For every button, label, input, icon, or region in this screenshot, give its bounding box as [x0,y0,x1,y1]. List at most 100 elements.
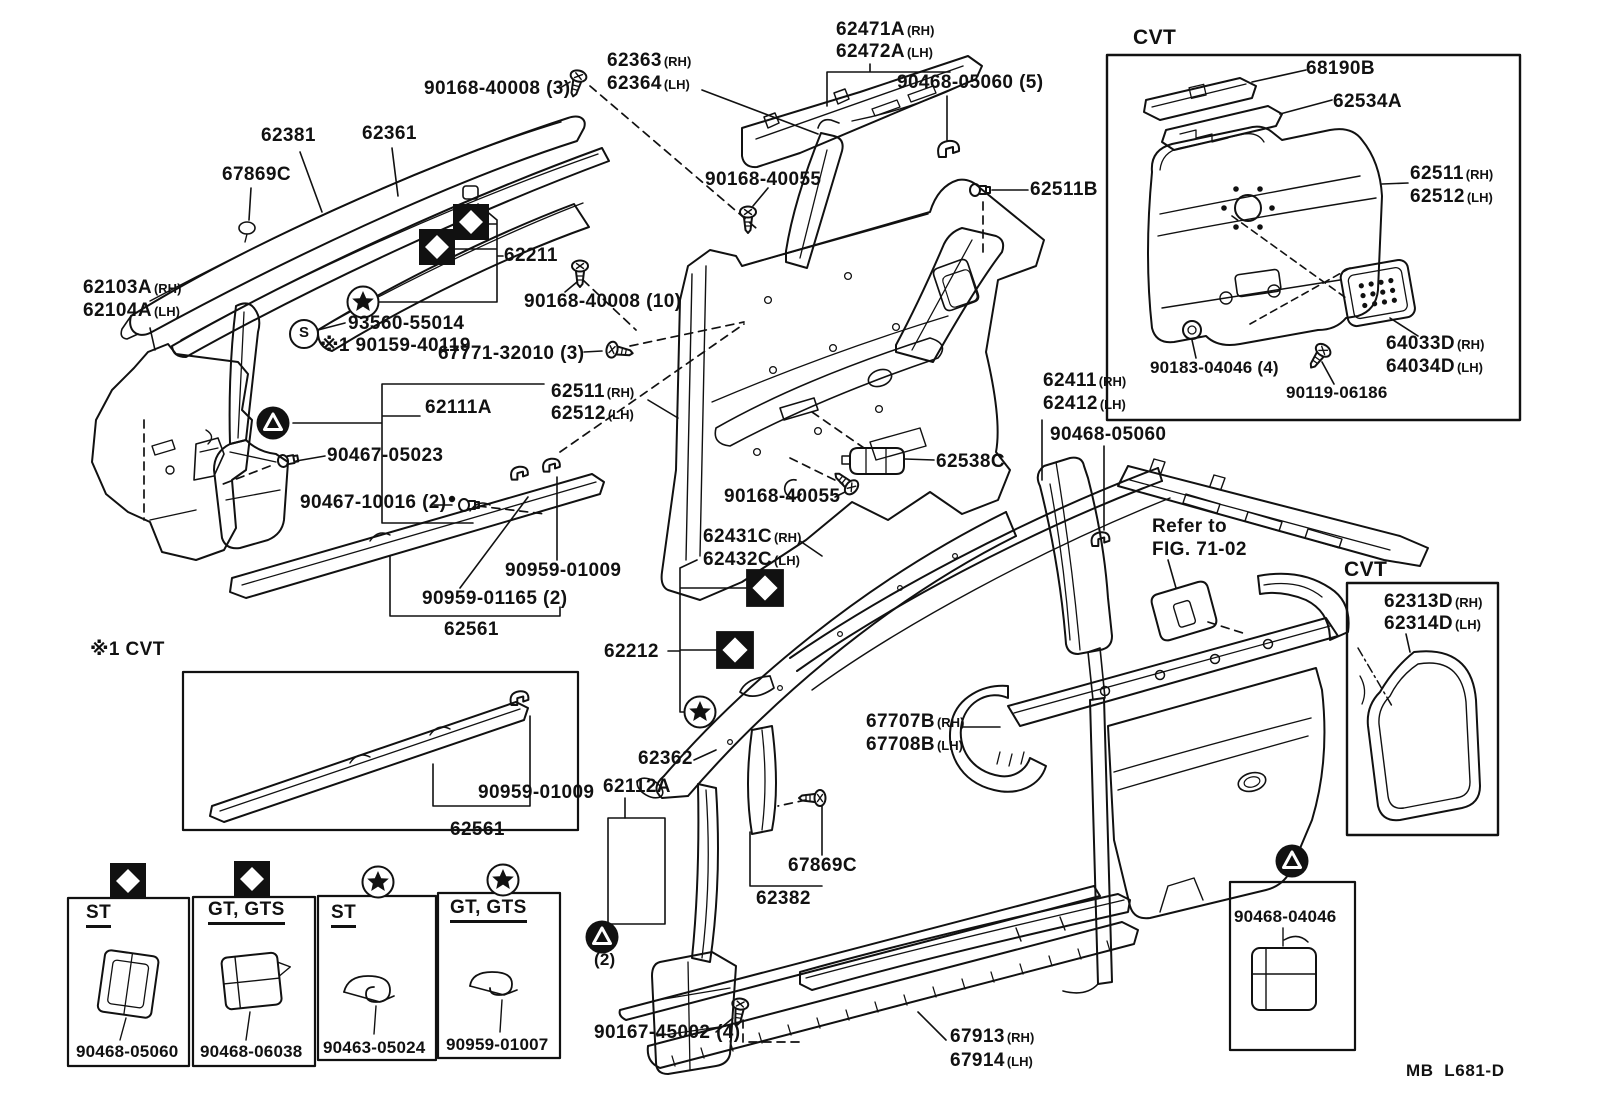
label-90119-06186: 90119-06186 [1286,383,1388,402]
label-93560-55014: 93560-55014 [348,313,465,334]
label-90467-05023: 90467-05023 [327,445,444,466]
circled-star-icon [683,695,717,729]
label-90183-04046-4: 90183-04046 (4) [1150,358,1279,377]
label-90168-40008-3: 90168-40008 (3) [424,78,571,99]
label-cvt-top: CVT [1133,26,1177,49]
clip-62538c [842,448,904,474]
part-center-pillar-upper-garnish [896,228,1003,362]
part-door-sill-strip-upper [230,457,604,598]
label-90959-01009-1: 90959-01009 [505,560,622,581]
label-62534a: 62534A [1333,91,1402,112]
part-door-sill-strip-boxed [183,672,578,830]
label-67707b: 67707B(RH) [866,711,965,732]
part-roof-side-garnish-62471a [742,56,982,167]
diamond-icon [715,630,755,670]
label-62411: 62411(RH) [1043,370,1127,391]
clip-glyph-3 [344,976,394,1002]
diamond-icon [745,568,785,608]
label-62431c: 62431C(RH) [703,526,802,547]
label-62511-cvt: 62511(RH) [1410,163,1494,184]
dashed-lines [144,86,1246,1042]
spec-box-2-header: GT, GTS [208,899,285,925]
label-62212: 62212 [604,641,659,662]
part-scuff-plates-67913 [620,886,1138,1068]
part-front-pillar-lower-garnish-62111a [194,303,288,548]
part-roof-rail-garnish-rear [1118,459,1428,566]
label-62472a: 62472A(LH) [836,41,933,62]
s-marker-icon: S [289,319,319,349]
label-62471a: 62471A(RH) [836,19,935,40]
spec-box-3-part: 90463-05024 [323,1038,426,1057]
circled-triangle-icon [255,405,291,441]
label-67913: 67913(RH) [950,1026,1035,1047]
label-90467-10016-2: 90467-10016 (2) [300,492,447,513]
part-center-pillar-garnish-62411 [1038,458,1112,654]
diamond-icon [109,862,147,900]
label-67914: 67914(LH) [950,1050,1033,1071]
clip-90468-05060-top [937,139,961,158]
label-67708b: 67708B(LH) [866,734,963,755]
label-62313d: 62313D(RH) [1384,591,1483,612]
label-62561-1: 62561 [444,619,499,640]
label-62103a: 62103A(RH) [83,277,182,298]
part-windshield-side-moulding-62431c [740,468,1170,696]
label-68190b: 68190B [1306,58,1375,79]
label-90468-05060-2: 90468-05060 [1050,424,1167,445]
spec-box-2-part: 90468-06038 [200,1042,303,1061]
cvt-box-top [1107,55,1520,420]
label-67771-32010-3: 67771-32010 (3) [438,343,585,364]
label-62511b: 62511B [1030,179,1098,200]
label-64033d: 64033D(RH) [1386,333,1485,354]
retainer-box [1230,882,1355,1050]
label-count-2: (2) [594,950,616,969]
label-90959-01165-2: 90959-01165 (2) [422,588,568,609]
part-door-latch-striker [1152,582,1217,641]
part-quarter-pillar-garnish-62363 [786,120,843,268]
label-62104a: 62104A(LH) [83,300,180,321]
label-refer-2: FIG. 71-02 [1152,539,1247,560]
part-cowl-side-trim-62103a [92,344,252,560]
label-62432c: 62432C(LH) [703,549,800,570]
label-90959-01009-2: 90959-01009 [478,782,595,803]
label-67869c-1: 67869C [222,164,291,185]
label-62314d: 62314D(LH) [1384,613,1481,634]
part-quarter-trim-panel-main [662,180,1044,600]
label-90168-40008-10: 90168-40008 (10) [524,291,682,312]
label-62512-cvt: 62512(LH) [1410,186,1493,207]
diamond-icon [233,860,271,898]
circled-triangle-icon [584,919,620,955]
label-90168-40055-bottom: 90168-40055 [724,486,841,507]
diamond-icon [418,228,456,266]
spec-box-1-header: ST [86,902,112,928]
cvt-box-right [1347,583,1498,835]
diamond-icon [452,203,490,241]
note-cvt-1: ※1 CVT [90,639,165,660]
label-62382: 62382 [756,888,811,909]
label-62361: 62361 [362,123,417,144]
label-90468-04046: 90468-04046 [1234,907,1337,926]
label-90168-40055-top: 90168-40055 [705,169,822,190]
label-62538c: 62538C [936,451,1005,472]
label-refer-1: Refer to [1152,516,1227,537]
spec-box-1-part: 90468-05060 [76,1042,179,1061]
fasteners [239,67,991,1027]
label-62561-2: 62561 [450,819,505,840]
part-rear-quarter-assembly-67707b [950,618,1338,993]
spec-box-4-part: 90959-01007 [446,1035,549,1054]
label-62363: 62363(RH) [607,50,692,71]
leader-lines [150,64,1418,1040]
label-62112a: 62112A [603,776,671,797]
label-90159-40119: ※1 90159-40119 [320,335,471,356]
part-roof-drip-moulding-62381 [121,117,585,339]
label-62364: 62364(LH) [607,73,690,94]
clip-glyph-4 [470,972,517,995]
label-90468-05060-5: 90468-05060 (5) [897,72,1044,93]
label-62381: 62381 [261,125,316,146]
spec-box-3-header: ST [331,902,357,928]
page-code: MB L681-D [1406,1061,1505,1080]
label-62511-rh: 62511(RH) [551,381,635,402]
label-cvt-right: CVT [1344,558,1388,581]
label-62512-lh: 62512(LH) [551,403,634,424]
